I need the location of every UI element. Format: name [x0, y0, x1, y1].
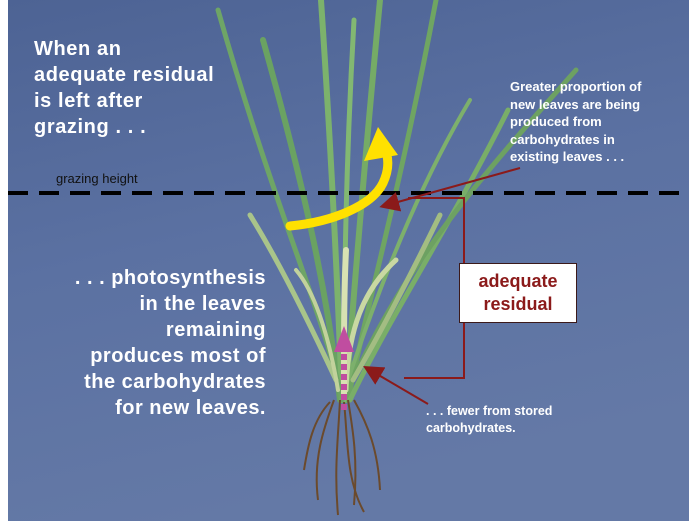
note-line: carbohydrates in [510, 131, 641, 149]
intro-line: grazing . . . [34, 114, 214, 140]
stored-line: . . . fewer from stored [426, 403, 552, 420]
photosynthesis-line: in the leaves [12, 291, 266, 317]
residual-bracket [404, 198, 464, 378]
photosynthesis-line: produces most of [12, 343, 266, 369]
intro-line: is left after [34, 88, 214, 114]
note-line: produced from [510, 113, 641, 131]
existing-leaves-note: Greater proportion of new leaves are bei… [510, 78, 641, 166]
photosynthesis-line: . . . photosynthesis [12, 265, 266, 291]
intro-line: When an [34, 36, 214, 62]
residual-intro-text: When an adequate residual is left after … [34, 36, 214, 140]
residual-box-line: adequate [478, 270, 557, 293]
photosynthesis-text: . . . photosynthesis in the leaves remai… [12, 265, 266, 421]
pointer-arrow-stored [370, 370, 428, 404]
stored-carbohydrates-note: . . . fewer from stored carbohydrates. [426, 403, 552, 437]
intro-line: adequate residual [34, 62, 214, 88]
note-line: existing leaves . . . [510, 148, 641, 166]
stored-line: carbohydrates. [426, 420, 552, 437]
pointer-arrow-existing-leaves [387, 168, 520, 205]
residual-box-line: residual [483, 293, 552, 316]
photosynthesis-line: for new leaves. [12, 395, 266, 421]
note-line: Greater proportion of [510, 78, 641, 96]
grazing-height-label: grazing height [56, 171, 138, 186]
photosynthesis-line: remaining [12, 317, 266, 343]
curved-arrow-head [364, 127, 398, 161]
dotted-arrow-head [334, 326, 354, 352]
photosynthesis-line: the carbohydrates [12, 369, 266, 395]
note-line: new leaves are being [510, 96, 641, 114]
adequate-residual-box: adequate residual [459, 263, 577, 323]
